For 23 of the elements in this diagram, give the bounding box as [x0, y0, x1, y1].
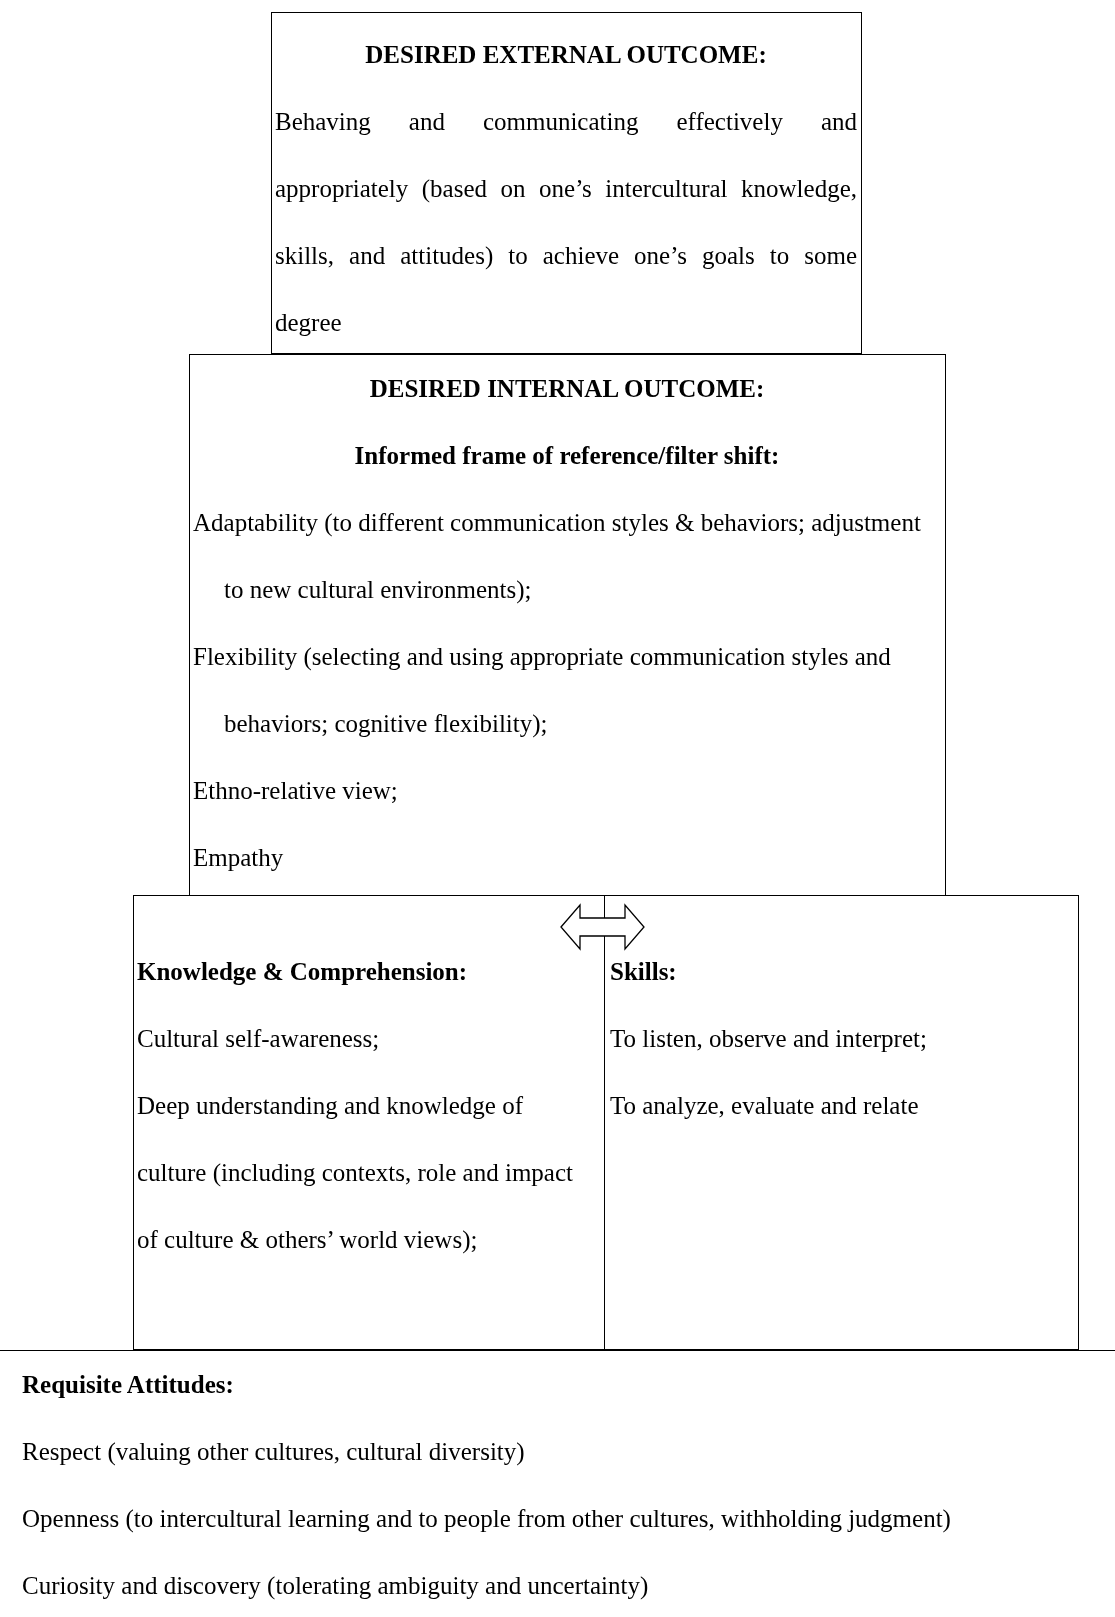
body-text: Empathy [193, 843, 285, 873]
heading-text: Skills: [610, 957, 678, 987]
heading-text: Informed frame of reference/filter shift: [353, 441, 781, 471]
body-text: Behaving and communicating effectively and appropriately (based on one’s intercultural knowledge, skills, and attitudes) to achieve one’s goals to some degree [275, 107, 857, 338]
heading-text: DESIRED EXTERNAL OUTCOME: [364, 40, 768, 70]
text-box [133, 895, 605, 1350]
body-text: Curiosity and discovery (tolerating ambiguity and uncertainty) [22, 1571, 650, 1602]
body-text: Openness (to intercultural learning and to people from other cultures, withholding judgment) [22, 1504, 952, 1535]
text-box [189, 354, 946, 896]
text-box [271, 12, 862, 354]
body-text: Respect (valuing other cultures, cultural diversity) [22, 1437, 526, 1468]
body-text: Ethno-relative view; [193, 776, 399, 806]
body-text: Flexibility (selecting and using appropriate communication styles and behaviors; cognitive flexibility); [193, 642, 892, 740]
body-text: To listen, observe and interpret; [610, 1024, 928, 1054]
body-text: Adaptability (to different communication styles & behaviors; adjustment to new cultural environments); [193, 508, 922, 606]
body-text: Deep understanding and knowledge of culture (including contexts, role and impact of culture & others’ world views); [137, 1091, 574, 1256]
heading-text: Knowledge & Comprehension: [137, 957, 469, 987]
text-box [604, 895, 1079, 1350]
heading-text: DESIRED INTERNAL OUTCOME: [368, 374, 766, 404]
body-text: To analyze, evaluate and relate [610, 1091, 920, 1121]
double-arrow [560, 903, 645, 951]
body-text: Cultural self-awareness; [137, 1024, 381, 1054]
heading-text: Requisite Attitudes: [22, 1370, 235, 1400]
